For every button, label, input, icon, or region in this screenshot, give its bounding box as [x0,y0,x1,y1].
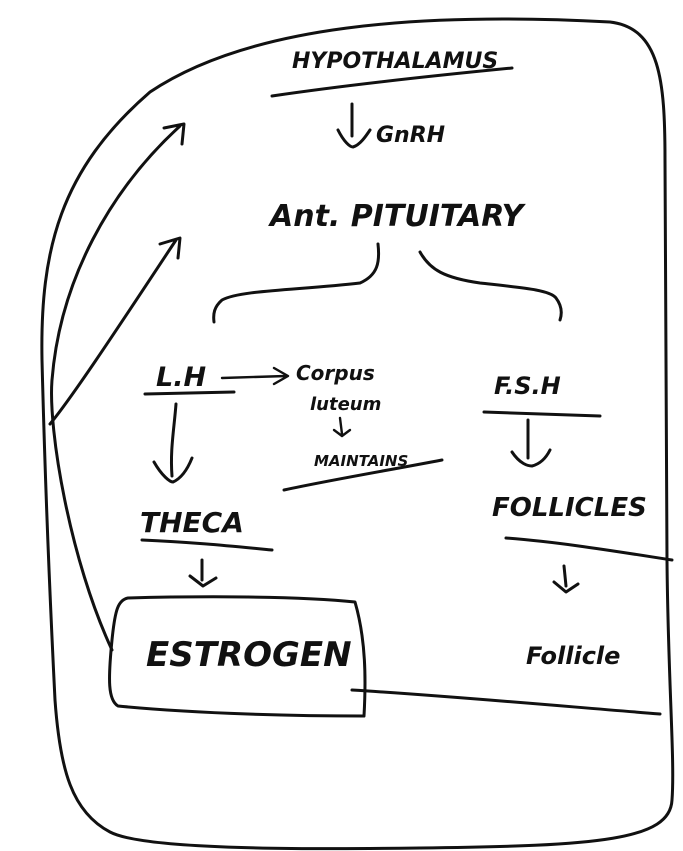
arrow-to-theca [152,402,194,484]
arrow-to-follicles [510,418,552,468]
arrow-to-gnrh [336,102,372,149]
fsh-underline [482,410,602,418]
feedback-arrow-hypothalamus [50,122,186,652]
lh-underline [143,390,236,396]
feedback-arrow-pituitary [48,236,182,426]
maintains-underline [282,458,444,492]
arrow-to-estrogen [188,558,218,588]
arrow-lh-to-corpus [220,366,290,386]
arrow-to-maintains [332,416,352,438]
ant-pituitary-label: Ant. PITUITARY [268,199,527,234]
lh-label: L.H [156,362,206,393]
follicle-underline [350,688,662,716]
fsh-label: F.S.H [494,372,561,400]
theca-underline [140,538,274,552]
corpus-luteum-label-line2: luteum [310,394,381,415]
gnrh-label: GnRH [376,123,445,148]
follicle-label: Follicle [526,642,620,670]
theca-label: THECA [140,506,244,539]
maintains-label: MAINTAINS [314,452,408,470]
outer-border [40,17,675,851]
hypothalamus-underline [270,66,514,98]
split-brace [212,242,563,324]
follicles-label: FOLLICLES [492,493,647,523]
hypothalamus-label: HYPOTHALAMUS [292,49,498,74]
follicles-underline [504,536,674,562]
corpus-luteum-label: Corpus [296,361,375,385]
arrow-to-follicle [552,564,580,594]
estrogen-label: ESTROGEN [146,635,352,675]
